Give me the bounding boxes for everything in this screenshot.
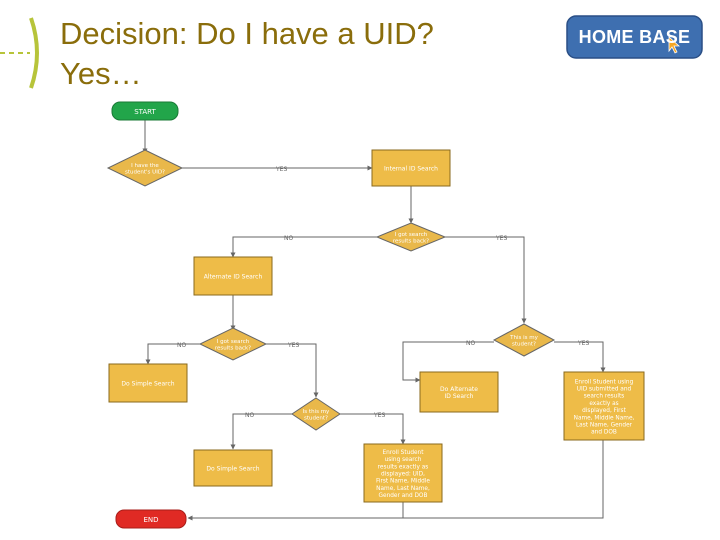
title-line-1: Decision: Do I have a UID? <box>60 16 434 51</box>
edge-label-yes-3: YES <box>287 342 299 349</box>
process-simple-search-1: Do Simple Search <box>108 363 188 403</box>
edge-label-no-1: NO <box>284 235 293 242</box>
edge-label-no-3: NO <box>466 340 475 347</box>
edge-label-yes-2: YES <box>495 235 507 242</box>
edge-label-no-4: NO <box>245 412 254 419</box>
cursor-icon <box>668 36 681 54</box>
home-base-logo: HOME BASE <box>566 15 703 59</box>
process-simple-search-1-label: Do Simple Search <box>121 380 174 387</box>
process-simple-search-2: Do Simple Search <box>193 449 273 487</box>
process-alternate-id-search: Alternate ID Search <box>193 256 273 296</box>
title-line-2: Yes… <box>60 56 142 91</box>
edge-label-no-2: NO <box>177 342 186 349</box>
end-label: END <box>143 516 158 524</box>
process-alternate-id-search-label: Alternate ID Search <box>204 273 263 280</box>
logo-background <box>566 15 703 59</box>
edge-label-yes-4: YES <box>577 340 589 347</box>
logo-text: HOME BASE <box>578 26 691 47</box>
end-node: END <box>115 509 187 529</box>
process-internal-id-search: Internal ID Search <box>371 149 451 187</box>
start-node: START <box>111 101 179 121</box>
slide-title: Decision: Do I have a UID? Yes… <box>60 14 434 94</box>
start-label: START <box>134 108 156 116</box>
process-simple-search-2-label: Do Simple Search <box>206 465 259 472</box>
edge-label-yes-5: YES <box>373 412 385 419</box>
edge-label-yes-1: YES <box>275 166 287 173</box>
flowchart-connectors <box>142 120 606 521</box>
process-internal-id-search-label: Internal ID Search <box>384 165 438 172</box>
